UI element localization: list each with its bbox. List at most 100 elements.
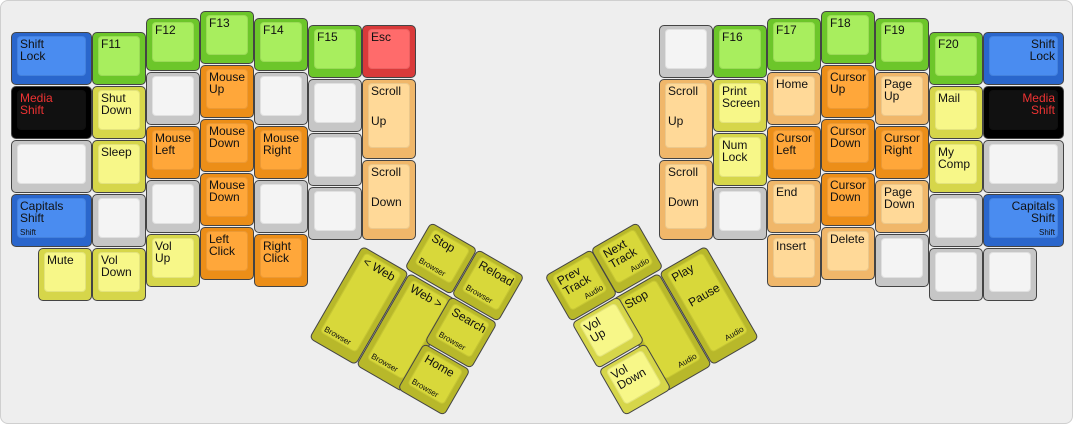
key-cursor-down-1[interactable]: Cursor Down <box>821 119 875 172</box>
key-my-comp[interactable]: My Comp <box>929 140 983 193</box>
key-f13[interactable]: F13 <box>200 11 254 64</box>
key-insert[interactable]: Insert <box>767 234 821 287</box>
key-label: Vol Up <box>155 239 172 265</box>
key-shift-lock-left[interactable]: Shift Lock <box>11 32 92 85</box>
key-label: Delete <box>830 232 865 246</box>
key-cursor-left[interactable]: Cursor Left <box>767 126 821 179</box>
key-label: Left Click <box>209 232 235 258</box>
key-cursor-up[interactable]: Cursor Up <box>821 65 875 118</box>
key-sublabel: Browser <box>322 324 353 348</box>
key-label: F17 <box>776 23 797 37</box>
key-blank-1[interactable] <box>146 72 200 125</box>
key-blank-5[interactable] <box>308 133 362 186</box>
key-label: F16 <box>722 30 743 44</box>
key-shut-down[interactable]: Shut Down <box>92 86 146 139</box>
key-sublabel: Audio <box>676 351 699 370</box>
key-f12[interactable]: F12 <box>146 18 200 71</box>
key-label: F18 <box>830 16 851 30</box>
key-label: Cursor Right <box>884 131 921 157</box>
key-blank-2[interactable] <box>254 72 308 125</box>
key-blank-15[interactable] <box>929 248 983 301</box>
key-label: Shut Down <box>101 91 132 117</box>
key-label: Print Screen <box>722 84 761 110</box>
key-blank-3[interactable] <box>308 79 362 132</box>
key-label: Capitals Shift <box>1011 199 1055 225</box>
key-cursor-down-2[interactable]: Cursor Down <box>821 173 875 226</box>
key-f18[interactable]: F18 <box>821 11 875 64</box>
key-label: Stop <box>622 287 651 312</box>
key-blank-6[interactable] <box>92 194 146 247</box>
key-blank-12[interactable] <box>713 187 767 240</box>
key-label: F14 <box>263 23 284 37</box>
key-mouse-down-1[interactable]: Mouse Down <box>200 119 254 172</box>
key-home[interactable]: Home <box>767 72 821 125</box>
key-mute[interactable]: Mute <box>38 248 92 301</box>
key-f16[interactable]: F16 <box>713 25 767 78</box>
key-blank-13[interactable] <box>929 194 983 247</box>
key-right-click[interactable]: Right Click <box>254 234 308 287</box>
key-blank-11[interactable] <box>983 140 1064 193</box>
key-label: Home <box>776 77 809 91</box>
key-delete[interactable]: Delete <box>821 227 875 280</box>
key-label: F13 <box>209 16 230 30</box>
key-page-up[interactable]: Page Up <box>875 72 929 125</box>
key-label: Scroll <box>371 165 402 179</box>
key-blank-14[interactable] <box>875 234 929 287</box>
key-blank-16[interactable] <box>983 248 1037 301</box>
key-blank-7[interactable] <box>146 180 200 233</box>
key-label: F19 <box>884 23 905 37</box>
key-label: Mouse Left <box>155 131 192 157</box>
key-f19[interactable]: F19 <box>875 18 929 71</box>
key-blank-8[interactable] <box>254 180 308 233</box>
key-label: Shift Lock <box>1029 37 1055 63</box>
key-label: Cursor Down <box>830 124 867 150</box>
key-cursor-right[interactable]: Cursor Right <box>875 126 929 179</box>
key-label: Shift Lock <box>20 37 46 63</box>
key-label: Esc <box>371 30 392 44</box>
key-sleep[interactable]: Sleep <box>92 140 146 193</box>
key-label: F20 <box>938 37 959 51</box>
key-f11[interactable]: F11 <box>92 32 146 85</box>
key-f20[interactable]: F20 <box>929 32 983 85</box>
key-label: Scroll <box>668 84 699 98</box>
key-shift-lock-right[interactable]: Shift Lock <box>983 32 1064 85</box>
key-label: Page Down <box>884 185 915 211</box>
key-mail[interactable]: Mail <box>929 86 983 139</box>
key-blank-9[interactable] <box>308 187 362 240</box>
key-blank-4[interactable] <box>11 140 92 193</box>
key-f15[interactable]: F15 <box>308 25 362 78</box>
key-mouse-down-2[interactable]: Mouse Down <box>200 173 254 226</box>
key-esc[interactable]: Esc <box>362 25 416 78</box>
key-sublabel: Browser <box>369 351 400 375</box>
key-media-shift-right[interactable]: Media Shift <box>983 86 1064 139</box>
key-vol-down-left[interactable]: Vol Down <box>92 248 146 301</box>
key-mouse-up[interactable]: Mouse Up <box>200 65 254 118</box>
key-mouse-left[interactable]: Mouse Left <box>146 126 200 179</box>
key-vol-up-left[interactable]: Vol Up <box>146 234 200 287</box>
key-label: Mail <box>938 91 961 105</box>
key-label: < Web <box>360 254 398 285</box>
key-num-lock[interactable]: Num Lock <box>713 133 767 186</box>
key-label: Sleep <box>101 145 132 159</box>
key-media-shift-left[interactable]: Media Shift <box>11 86 92 139</box>
key-mouse-right[interactable]: Mouse Right <box>254 126 308 179</box>
key-blank-10[interactable] <box>659 25 713 78</box>
key-page-down[interactable]: Page Down <box>875 180 929 233</box>
key-print-screen[interactable]: Print Screen <box>713 79 767 132</box>
key-end[interactable]: End <box>767 180 821 233</box>
key-label: F15 <box>317 30 338 44</box>
key-label: Mouse Down <box>209 124 246 150</box>
key-label-2: Pause <box>685 280 723 310</box>
key-left-click[interactable]: Left Click <box>200 227 254 280</box>
key-label: F12 <box>155 23 176 37</box>
key-label: Stop <box>429 230 458 256</box>
key-f17[interactable]: F17 <box>767 18 821 71</box>
key-f14[interactable]: F14 <box>254 18 308 71</box>
